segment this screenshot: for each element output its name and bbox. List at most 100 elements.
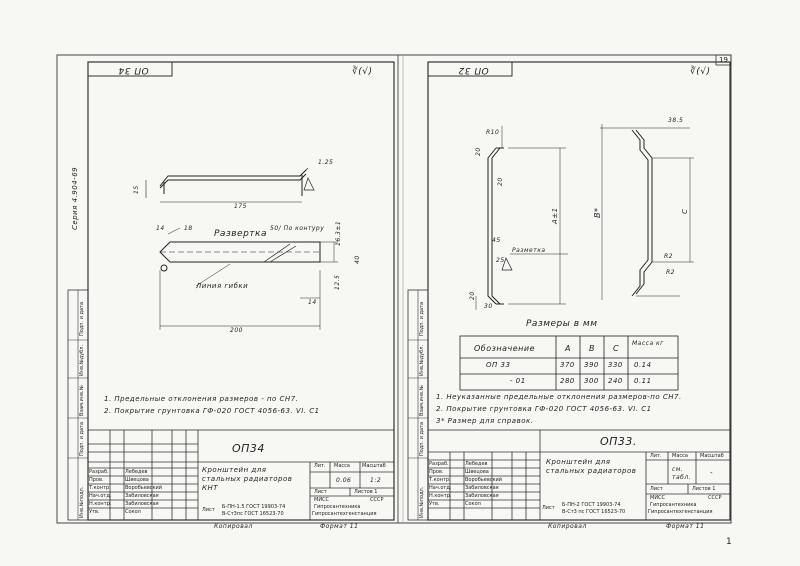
left-side-label-3: Инв.№дубл. [79,344,85,376]
left-kopiroval: Копировал [214,523,253,530]
right-sizes-table [459,335,679,391]
left-note-2: 2. Покрытие грунтовка ГФ-020 ГОСТ 4056-6… [104,407,320,415]
right-role-3: Нач.отд. [429,485,452,491]
left-development-view [159,227,338,330]
left-stamp-title: Кронштейн для стальных радиаторов КНТ [202,466,293,492]
left-dim-height: 15 [133,185,140,194]
left-dim-125: 12.5 [334,274,341,290]
left-role-0: Разраб. [89,469,109,475]
right-dim-25: 25 [496,257,505,264]
left-name-2: Воробьевский [125,485,163,491]
right-scale-header: Масштаб [700,453,724,459]
left-role-1: Пров. [89,477,104,483]
left-role-3: Нач.отд. [89,493,112,499]
right-name-0: Лебедев [465,461,488,467]
left-material: Б-ПН-1.5 ГОСТ 19903-74 [222,504,286,510]
table-row-0-col-2: 390 [584,361,599,369]
right-part-view-a [475,126,568,310]
left-note-1: 1. Предельные отклонения размеров - по С… [104,395,299,403]
table-row-0-col-3: 330 [608,361,623,369]
right-dim-45: 45 [492,237,501,244]
right-name-2: Воробьевский [465,477,503,483]
left-role-2: Т.контр. [89,485,111,491]
table-row-1-col-1: 280 [560,377,575,385]
left-org3: Гипросантехника [314,504,361,510]
right-role-5: Утв. [429,501,440,507]
right-name-3: Забиловская [465,485,499,491]
table-row-1-col-3: 240 [608,377,623,385]
right-side-label-1: Подп. и дата [419,421,425,456]
left-dim-thick: 1.25 [318,159,334,166]
left-name-5: Сокол [125,509,141,515]
right-kopiroval: Копировал [548,523,587,530]
left-dim-length: 175 [234,203,247,210]
table-header-2: В [589,344,595,353]
left-material2: В-Ст3пс ГОСТ 16523-70 [222,511,284,517]
table-row-1-col-4: 0.11 [634,377,652,385]
left-roughness: ∛(√) [352,67,373,77]
left-side-label-2: Взам.инв.№ [79,385,85,416]
table-row-0-col-4: 0.14 [634,361,652,369]
footer-mark: 1 [726,537,732,547]
right-dim-20c: 20 [469,291,476,300]
left-side-label-1: Подп. и дата [79,421,85,456]
right-sizes-caption: Размеры в мм [526,319,598,329]
right-side-label-0: Инв.№подл. [419,486,425,518]
table-header-0: Обозначение [474,344,536,353]
right-dim-a: А±1 [551,207,559,224]
left-title-block [87,429,395,521]
left-mass-value: 0.06 [336,477,352,484]
right-sheets: Листов 1 [692,486,716,492]
right-org2: СССР [708,495,722,501]
right-format: Формат 11 [666,523,705,530]
right-note-1: 1. Неуказанные предельные отклонения раз… [436,393,682,401]
right-title-block [427,429,731,521]
table-row-0-col-1: 370 [560,361,575,369]
left-mass-header: Масса [334,463,350,469]
left-name-1: Швецова [125,477,149,483]
right-side-label-2: Взам.инв.№ [419,385,425,416]
left-name-3: Забиловская [125,493,159,499]
right-org1: МИСС [650,495,666,501]
left-side-label-4: Подп. и дата [79,301,85,336]
left-dim-razv-len: 200 [230,327,243,334]
right-razmetka: Разметка [512,247,546,254]
table-row-0-col-0: ОП 33 [486,361,511,369]
right-stamp-code: ОП33. [600,435,637,448]
table-row-1-col-2: 300 [584,377,599,385]
left-lit-header: Лит. [314,463,326,469]
right-sheet: Лист [650,486,663,492]
right-material2: В-Ст3 пс ГОСТ 16523-70 [562,509,626,515]
right-name-1: Швецова [465,469,489,475]
left-side-label-0: Инв.№подл. [79,486,85,518]
left-dim-r1: 18 [184,225,193,232]
right-role-4: Н.контр. [429,493,452,499]
right-side-label-4: Подп. и дата [419,301,425,336]
right-part-view-b [600,124,694,300]
right-dim-30: 30 [484,303,493,310]
right-side-label-3: Инв.№дубл. [419,344,425,376]
right-org4: Гипросантехгенстанция [648,509,713,515]
right-note-2: 2. Покрытие грунтовка ГФ-020 ГОСТ 4056-6… [436,405,652,413]
right-dim-385: 38.5 [668,117,684,124]
right-roughness: ∛(√) [690,67,711,77]
left-format: Формат 11 [320,523,359,530]
left-scale-value: 1:2 [370,477,382,484]
right-stamp-title: Кронштейн для стальных радиаторов [546,458,637,475]
table-header-4: Масса кг [632,340,664,347]
left-dim-14a: 14 [156,225,165,232]
right-lit-header: Лит. [650,453,662,459]
right-name-4: Забиловская [465,493,499,499]
left-dim-163: 16.3±1 [335,220,342,246]
left-liniya-gibki: Линия гибки [196,282,249,290]
page-number: 19 [719,56,728,64]
right-sheet-label: Лист [542,505,555,511]
left-name-0: Лебедев [125,469,148,475]
left-po-konturu: 50/ По контуру [270,225,325,232]
right-dim-20a: 20 [475,147,482,156]
left-designation-top: ОП 34 [118,65,149,75]
left-org1: МИСС [314,497,330,503]
right-mass-value: см. табл. [672,466,692,481]
left-part-view [145,167,315,203]
